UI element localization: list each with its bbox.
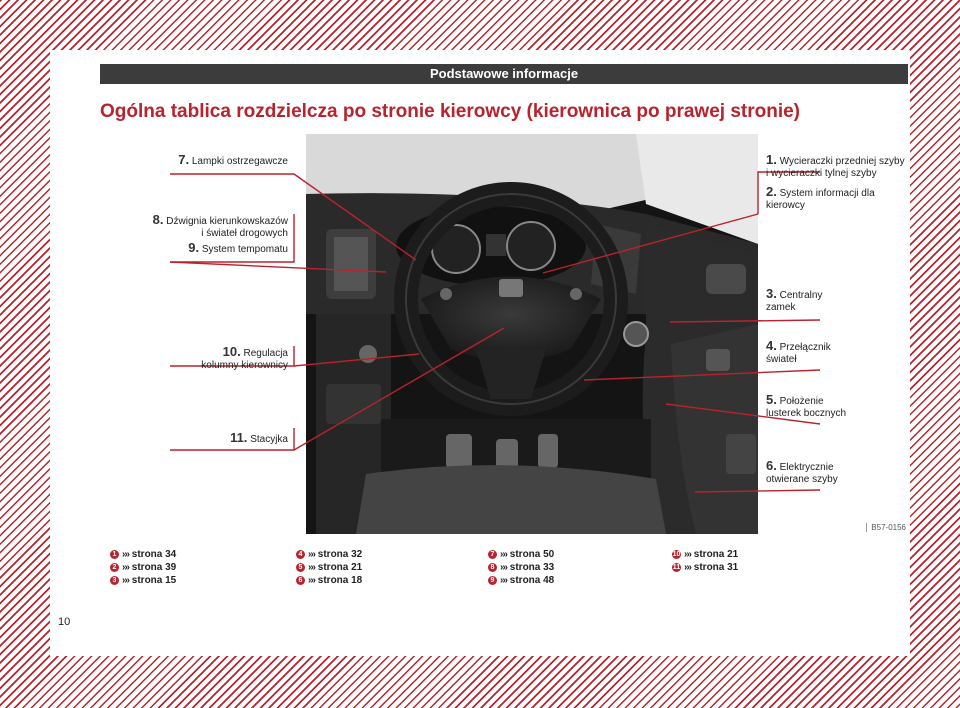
callout-8-label: Dźwignia kierunkowskazów	[166, 216, 288, 227]
page-title: Ogólna tablica rozdzielcza po stronie ki…	[100, 101, 801, 122]
arrows-icon: ›››	[308, 562, 316, 573]
callout-2-number: 2.	[766, 184, 777, 199]
callout-8-label-line2: i świateł drogowych	[201, 228, 288, 239]
arrows-icon: ›››	[122, 562, 130, 573]
callout-11: 11. Stacyjka	[140, 430, 288, 446]
reference-badge: 3	[110, 575, 119, 585]
reference-2[interactable]: 2››› strona 39	[110, 561, 176, 574]
arrows-icon: ›››	[500, 562, 508, 573]
callout-4-label: Przełącznik	[779, 342, 831, 353]
callout-5-label: Położenie	[779, 396, 824, 407]
callout-10-label-line2: kolumny kierownicy	[201, 360, 288, 371]
callout-4-number: 4.	[766, 338, 777, 353]
dashboard-photo	[306, 134, 758, 534]
callout-9: 9. System tempomatu	[140, 240, 288, 256]
callout-1-label: Wycieraczki przedniej szyby	[779, 156, 905, 167]
reference-badge: 1	[110, 549, 119, 559]
callout-4-label-line2: świateł	[766, 354, 797, 365]
callout-7-label: Lampki ostrzegawcze	[191, 156, 288, 167]
reference-badge: 8	[488, 562, 497, 572]
callout-7: 7. Lampki ostrzegawcze	[140, 152, 288, 168]
reference-1[interactable]: 1››› strona 34	[110, 548, 176, 561]
callout-3-label-line2: zamek	[766, 302, 796, 313]
arrows-icon: ›››	[500, 549, 508, 560]
callout-1-number: 1.	[766, 152, 777, 167]
reference-page: strona 48	[509, 575, 555, 586]
callout-11-number: 11.	[230, 430, 248, 445]
page: Podstawowe informacje Ogólna tablica roz…	[50, 50, 910, 656]
arrows-icon: ›››	[684, 562, 692, 573]
callout-6-label-line2: otwierane szyby	[766, 474, 838, 485]
figure-code: B57-0156	[866, 523, 906, 532]
callout-3-label: Centralny	[779, 290, 823, 301]
reference-6[interactable]: 6››› strona 18	[296, 574, 362, 587]
reference-page: strona 50	[509, 549, 555, 560]
reference-badge: 5	[296, 562, 305, 572]
callout-3-number: 3.	[766, 286, 777, 301]
reference-badge: 2	[110, 562, 119, 572]
callout-10: 10. Regulacja kolumny kierownicy	[140, 344, 288, 372]
callout-6: 6. Elektrycznie otwierane szyby	[766, 458, 908, 486]
reference-11[interactable]: 11››› strona 31	[672, 561, 738, 574]
callout-leader-lines	[169, 171, 821, 493]
callout-1: 1. Wycieraczki przedniej szyby i wyciera…	[766, 152, 908, 180]
section-header: Podstawowe informacje	[100, 64, 908, 84]
callout-5-label-line2: lusterek bocznych	[766, 408, 847, 419]
reference-badge: 4	[296, 549, 305, 559]
reference-10[interactable]: 10››› strona 21	[672, 548, 738, 561]
reference-badge: 11	[672, 562, 681, 572]
page-number: 10	[58, 616, 71, 628]
callout-4: 4. Przełącznik świateł	[766, 338, 908, 366]
callout-9-number: 9.	[188, 240, 200, 255]
callout-11-label: Stacyjka	[250, 434, 288, 445]
reference-page: strona 15	[131, 575, 177, 586]
reference-5[interactable]: 5››› strona 21	[296, 561, 362, 574]
reference-page: strona 21	[317, 562, 363, 573]
reference-column-4: 10››› strona 21 11››› strona 31	[672, 548, 738, 574]
reference-page: strona 39	[131, 562, 177, 573]
callout-1-label-line2: i wycieraczki tylnej szyby	[766, 168, 877, 179]
reference-8[interactable]: 8››› strona 33	[488, 561, 554, 574]
reference-column-3: 7››› strona 50 8››› strona 33 9››› stron…	[488, 548, 554, 587]
callout-2-label: System informacji dla	[779, 188, 875, 199]
callout-5-number: 5.	[766, 392, 777, 407]
reference-4[interactable]: 4››› strona 32	[296, 548, 362, 561]
reference-badge: 7	[488, 549, 497, 559]
reference-page: strona 34	[131, 549, 177, 560]
dashboard-illustration	[306, 134, 758, 534]
reference-badge: 9	[488, 575, 497, 585]
arrows-icon: ›››	[500, 575, 508, 586]
callout-10-number: 10.	[222, 344, 241, 359]
callout-3: 3. Centralny zamek	[766, 286, 908, 314]
reference-7[interactable]: 7››› strona 50	[488, 548, 554, 561]
arrows-icon: ›››	[684, 549, 692, 560]
callout-9-label: System tempomatu	[201, 244, 288, 255]
reference-page: strona 31	[693, 562, 739, 573]
reference-badge: 6	[296, 575, 305, 585]
reference-page: strona 33	[509, 562, 555, 573]
reference-9[interactable]: 9››› strona 48	[488, 574, 554, 587]
callout-6-label: Elektrycznie	[779, 462, 834, 473]
reference-page: strona 32	[317, 549, 363, 560]
arrows-icon: ›››	[122, 575, 130, 586]
reference-page: strona 18	[317, 575, 363, 586]
arrows-icon: ›››	[308, 575, 316, 586]
arrows-icon: ›››	[122, 549, 130, 560]
callout-2: 2. System informacji dla kierowcy	[766, 184, 908, 212]
callout-8-number: 8.	[152, 212, 164, 227]
reference-3[interactable]: 3››› strona 15	[110, 574, 176, 587]
reference-page: strona 21	[693, 549, 739, 560]
reference-badge: 10	[672, 549, 681, 559]
dashboard-figure: 7. Lampki ostrzegawcze 8. Dźwignia kieru…	[100, 134, 908, 534]
callout-2-label-line2: kierowcy	[766, 200, 805, 211]
callout-8: 8. Dźwignia kierunkowskazów i świateł dr…	[130, 212, 288, 240]
arrows-icon: ›››	[308, 549, 316, 560]
reference-column-1: 1››› strona 34 2››› strona 39 3››› stron…	[110, 548, 176, 587]
callout-7-number: 7.	[178, 152, 190, 167]
callout-10-label: Regulacja	[243, 348, 288, 359]
reference-column-2: 4››› strona 32 5››› strona 21 6››› stron…	[296, 548, 362, 587]
callout-6-number: 6.	[766, 458, 777, 473]
callout-5: 5. Położenie lusterek bocznych	[766, 392, 908, 420]
